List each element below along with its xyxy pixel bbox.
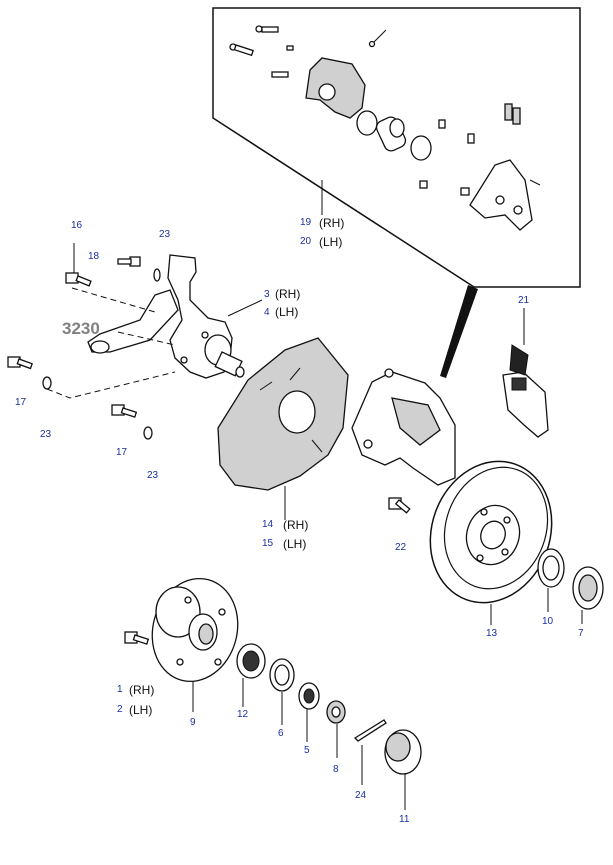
- pad-clips: [504, 103, 521, 125]
- label-15-lh: (LH): [283, 537, 306, 551]
- callout-7: 7: [578, 628, 584, 639]
- bolt-17-center: [111, 404, 138, 418]
- label-4-lh: (LH): [275, 305, 298, 319]
- piston-seal: [356, 110, 378, 136]
- callout-24: 24: [355, 790, 367, 801]
- wheel-hub: [151, 577, 239, 712]
- bearing-12: [236, 643, 266, 707]
- label-3-rh: (RH): [275, 287, 300, 301]
- dust-shield: [217, 337, 349, 520]
- caliper-bolt-upper: [255, 25, 279, 33]
- guide-pin: [271, 71, 289, 78]
- hub-cap-11: [384, 729, 422, 810]
- callout-4: 4: [264, 307, 270, 318]
- washer-23-center: [143, 426, 153, 440]
- callout-15: 15: [262, 538, 274, 549]
- callout-8: 8: [333, 764, 339, 775]
- piston: [375, 116, 407, 152]
- bolt-22: [388, 497, 411, 514]
- washer-23-upper: [153, 268, 161, 282]
- caliper-detail-parts: [229, 25, 541, 231]
- callout-9: 9: [190, 717, 196, 728]
- label-1-rh: (RH): [129, 683, 154, 697]
- callout-17-left: 17: [15, 397, 27, 408]
- brake-pads: [502, 308, 549, 438]
- seal-6: [269, 658, 295, 725]
- callout-1: 1: [117, 684, 123, 695]
- cotter-pin-24: [353, 719, 387, 785]
- callout-19: 19: [300, 217, 312, 228]
- caliper-body-detail: [305, 57, 366, 119]
- callout-11: 11: [399, 814, 410, 825]
- washer-23-left: [42, 376, 52, 390]
- caliper-bolt-lower: [229, 43, 254, 57]
- callout-21: 21: [518, 295, 530, 306]
- label-14-rh: (RH): [283, 518, 308, 532]
- callout-20: 20: [300, 236, 312, 247]
- bolt-17-left: [7, 356, 33, 370]
- brake-disc: [429, 460, 553, 625]
- wheel-bolt: [124, 631, 150, 645]
- knuckle-assembly: [87, 254, 263, 379]
- label-20-lh: (LH): [319, 235, 342, 249]
- bearing-10: [537, 548, 565, 612]
- callout-6: 6: [278, 728, 284, 739]
- callout-3: 3: [264, 289, 270, 300]
- bleeder-cap: [286, 45, 294, 51]
- callout-5: 5: [304, 745, 310, 756]
- label-19-rh: (RH): [319, 216, 344, 230]
- callout-18: 18: [88, 251, 100, 262]
- callout-10: 10: [542, 616, 554, 627]
- castle-nut-8: [326, 700, 346, 758]
- bolt-18: [117, 256, 141, 267]
- callout-2: 2: [117, 704, 123, 715]
- callout-23-left: 23: [40, 429, 52, 440]
- callout-23-center: 23: [147, 470, 159, 481]
- bolt-16: [65, 243, 92, 287]
- callout-23-upper: 23: [159, 229, 171, 240]
- callout-17-center: 17: [116, 447, 128, 458]
- callout-14: 14: [262, 519, 274, 530]
- bleeder-screw: [368, 29, 387, 48]
- callout-16: 16: [71, 220, 83, 231]
- brake-caliper: [351, 368, 456, 486]
- callout-13: 13: [486, 628, 498, 639]
- callout-12: 12: [237, 709, 249, 720]
- bearing-7: [572, 566, 604, 624]
- group-number: 3230: [62, 319, 100, 338]
- dust-boot: [410, 135, 432, 161]
- callout-22: 22: [395, 542, 407, 553]
- bearing-5: [298, 682, 320, 742]
- label-2-lh: (LH): [129, 703, 152, 717]
